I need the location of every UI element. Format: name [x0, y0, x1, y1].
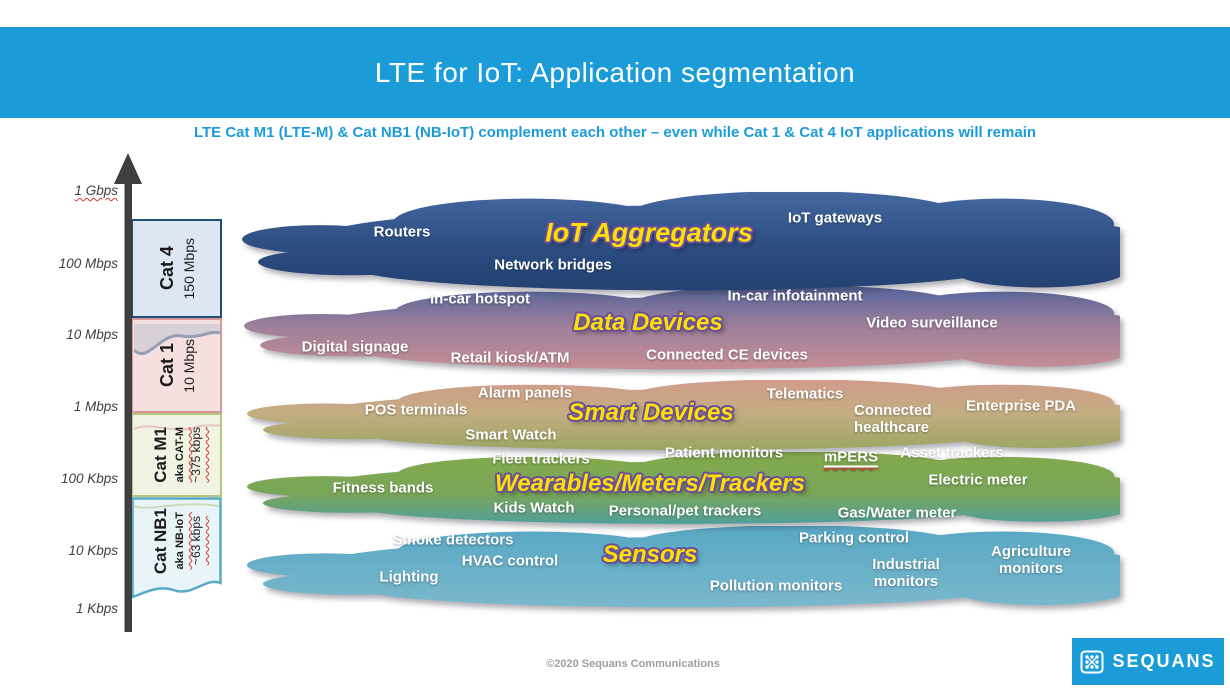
category-rate: ~63 kbps [188, 516, 203, 566]
axis-tick: 100 Mbps [58, 256, 118, 271]
category-box-catnb1-text: Cat NB1 aka NB-IoT ~63 kbps [131, 497, 222, 585]
slide-subtitle: LTE Cat M1 (LTE-M) & Cat NB1 (NB-IoT) co… [193, 124, 1037, 141]
axis-tick: 10 Kbps [68, 543, 118, 558]
category-box-cat4: Cat 4 150 Mbps [131, 219, 222, 318]
title-banner: LTE for IoT: Application segmentation [0, 27, 1230, 118]
sequans-logo-text: SEQUANS [1112, 651, 1216, 671]
axis-tick: 1 Gbps [74, 183, 118, 198]
axis-tick: 10 Mbps [66, 327, 118, 342]
category-aka: aka CAT-M [173, 427, 186, 483]
category-box-cat1: Cat 1 10 Mbps [131, 318, 222, 413]
axis-tick: 1 Kbps [75, 601, 118, 616]
category-rate: 150 Mbps [180, 237, 197, 300]
page-title: LTE for IoT: Application segmentation [374, 57, 856, 88]
category-name: Cat NB1 [150, 507, 170, 575]
cloud-wearables-meters-trackers [246, 452, 1120, 524]
axis-tick: 100 Kbps [60, 471, 118, 486]
cloud-smart-devices [246, 380, 1120, 450]
category-box-catm1: Cat M1 aka CAT-M ~375 kbps [131, 413, 222, 497]
axis-tick: 1 Mbps [73, 399, 118, 414]
category-name: Cat 4 [156, 246, 177, 291]
category-aka: aka NB-IoT [173, 512, 186, 570]
category-box-catnb1 [131, 497, 222, 599]
sequans-logo: SEQUANS [1072, 638, 1224, 685]
cloud-iot-aggregators [242, 192, 1120, 291]
cloud-data-devices [244, 286, 1120, 370]
category-name: Cat M1 [150, 427, 170, 483]
category-name: Cat 1 [156, 343, 177, 388]
category-rate: ~375 kbps [188, 427, 203, 483]
throughput-axis-arrow-icon [114, 153, 142, 632]
sequans-logo-icon [1080, 650, 1104, 673]
cloud-sensors [246, 526, 1120, 608]
category-rate: 10 Mbps [180, 338, 197, 393]
copyright-text: ©2020 Sequans Communications [546, 658, 720, 670]
